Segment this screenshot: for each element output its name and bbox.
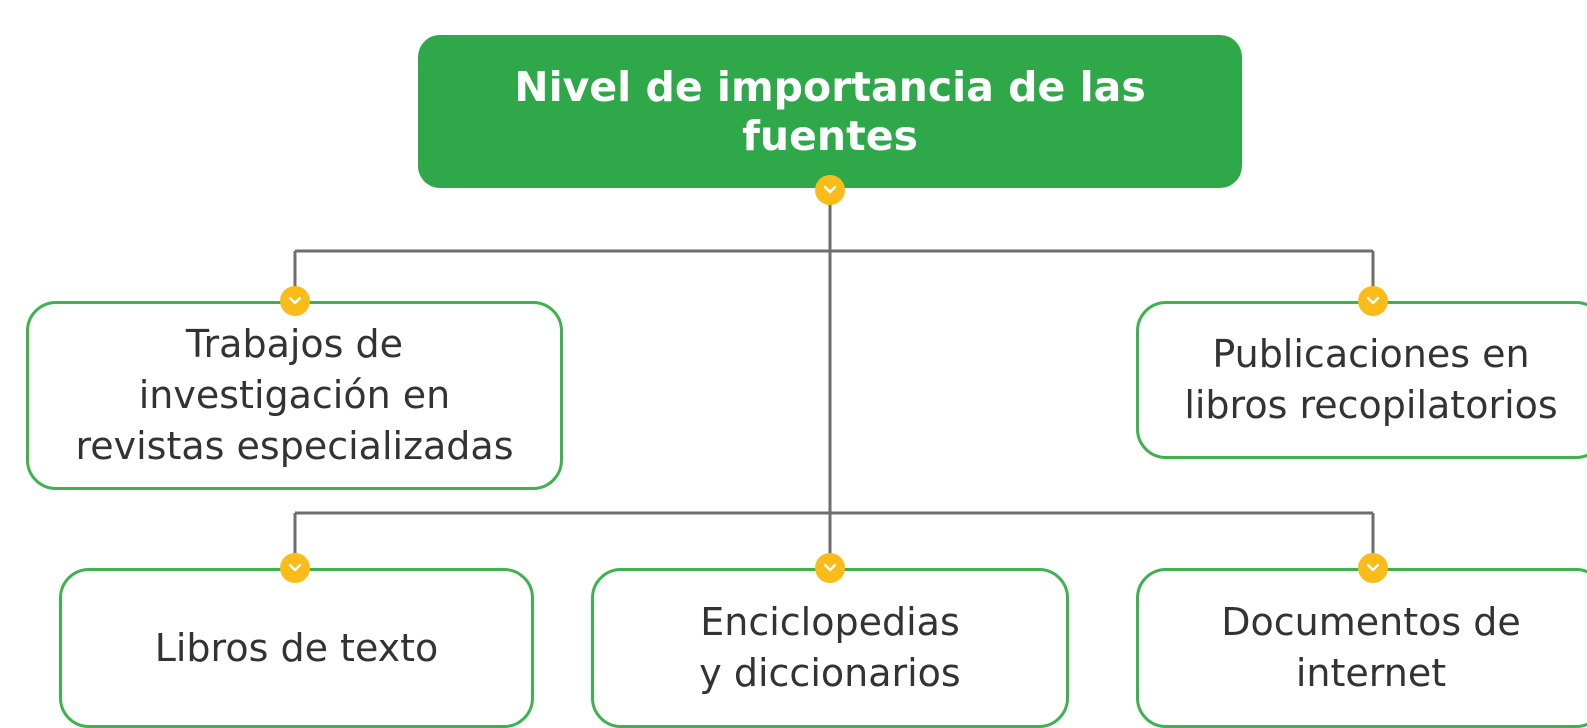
node-publicaciones-libros[interactable]: Publicaciones en libros recopilatorios <box>1136 301 1587 459</box>
node-publicaciones-libros-label: Publicaciones en libros recopilatorios <box>1184 332 1558 427</box>
root-node[interactable]: Nivel de importancia de las fuentes <box>418 35 1242 188</box>
node-libros-texto[interactable]: Libros de texto <box>59 568 534 728</box>
chevron-down-icon <box>823 563 837 572</box>
chevron-down-icon <box>288 296 302 305</box>
documentos-expand-dot[interactable] <box>1358 553 1388 583</box>
node-trabajos-investigacion-label: Trabajos de investigación en revistas es… <box>75 322 514 468</box>
publicaciones-expand-dot[interactable] <box>1358 286 1388 316</box>
node-enciclopedias-label: Enciclopedias y diccionarios <box>699 600 961 695</box>
chevron-down-icon <box>1366 563 1380 572</box>
chevron-down-icon <box>823 185 837 194</box>
node-libros-texto-label: Libros de texto <box>154 625 439 670</box>
root-node-label: Nivel de importancia de las fuentes <box>514 62 1146 160</box>
libros-expand-dot[interactable] <box>280 553 310 583</box>
trabajos-expand-dot[interactable] <box>280 286 310 316</box>
root-expand-dot[interactable] <box>815 175 845 205</box>
node-documentos-internet[interactable]: Documentos de internet <box>1136 568 1587 728</box>
connector-lines <box>293 190 1375 568</box>
node-documentos-internet-label: Documentos de internet <box>1221 600 1521 695</box>
chevron-down-icon <box>1366 296 1380 305</box>
node-trabajos-investigacion[interactable]: Trabajos de investigación en revistas es… <box>26 301 563 490</box>
enciclopedias-expand-dot[interactable] <box>815 553 845 583</box>
node-enciclopedias[interactable]: Enciclopedias y diccionarios <box>591 568 1069 728</box>
chevron-down-icon <box>288 563 302 572</box>
